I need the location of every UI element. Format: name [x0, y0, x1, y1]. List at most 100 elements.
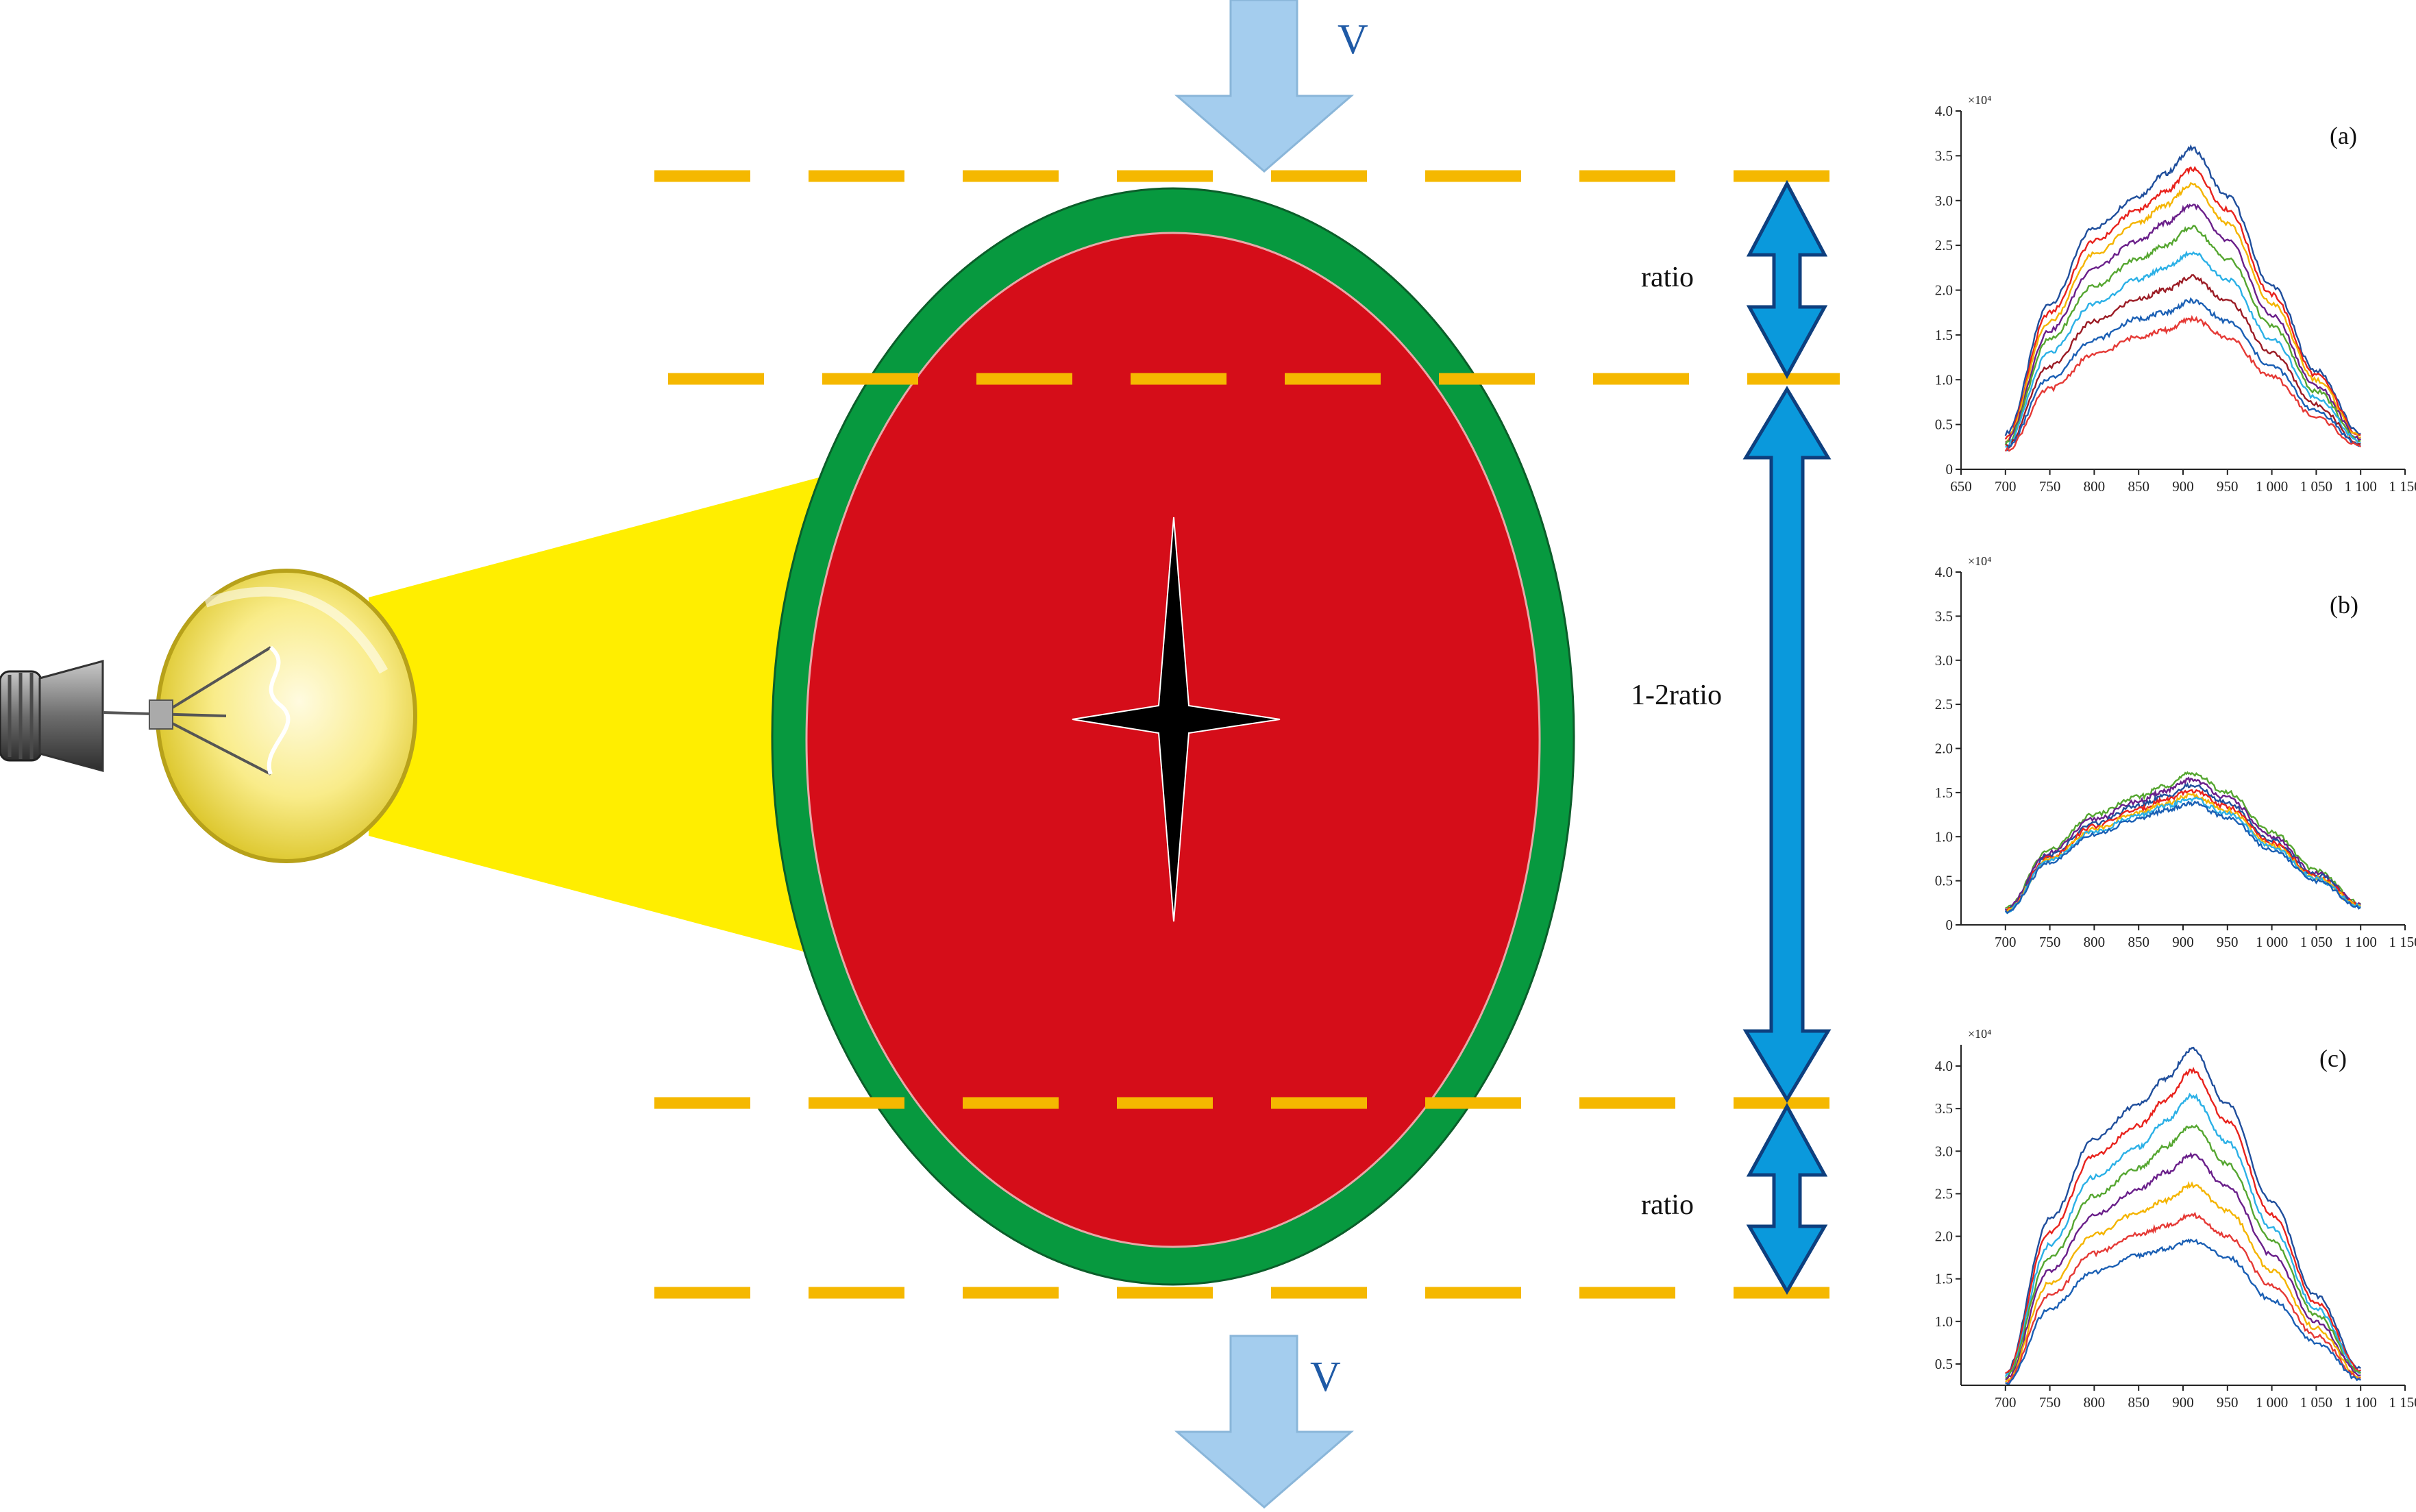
x-tick-label: 1 100	[2345, 478, 2377, 495]
y-tick-label: 0.5	[1935, 873, 1953, 889]
y-tick-label: 2.0	[1935, 1228, 1953, 1245]
x-tick-label: 900	[2172, 1394, 2194, 1411]
spectrum-series-line	[2005, 1211, 2361, 1385]
x-tick-label: 1 000	[2256, 934, 2288, 950]
spectrum-chart-a: 0 0.5 1.0 1.5 2.0 2.5 3.0 3.5 4.0 650 700 750 800 850…	[1935, 93, 2416, 495]
x-tick-label: 1 150	[2389, 478, 2416, 495]
x-tick-label: 1 100	[2345, 1394, 2377, 1411]
double-arrow-icon	[1742, 386, 1832, 1103]
spectrum-series-line	[2004, 800, 2361, 915]
x-tick-label: 1 000	[2256, 478, 2288, 495]
spectrum-series-line	[2005, 1067, 2362, 1374]
spectrum-series-line	[2005, 250, 2362, 448]
middle-ratio-label: 1-2ratio	[1631, 680, 1722, 711]
velocity-label-bottom: V	[1310, 1354, 1341, 1400]
y-tick-label: 0	[1946, 461, 1953, 478]
x-tick-label: 700	[1995, 478, 2017, 495]
spectrum-series-line	[2005, 792, 2362, 913]
x-tick-label: 1 000	[2256, 1394, 2288, 1411]
y-tick-label: 1.5	[1935, 327, 1953, 343]
x-tick-label: 1 050	[2300, 934, 2332, 950]
x-tick-label: 950	[2217, 934, 2239, 950]
y-tick-label: 1.0	[1935, 828, 1953, 845]
x-tick-label: 800	[2084, 478, 2106, 495]
x-tick-label: 900	[2172, 478, 2194, 495]
y-tick-label: 4.0	[1935, 1058, 1953, 1074]
panel-label: (a)	[2330, 122, 2357, 149]
y-tick-label: 0.5	[1935, 417, 1953, 433]
y-tick-label: 1.0	[1935, 371, 1953, 388]
spectrum-series-line	[2004, 1093, 2361, 1378]
spectrum-series-line	[2005, 1152, 2361, 1380]
x-tick-label: 850	[2128, 478, 2149, 495]
spectrum-series-line	[2005, 771, 2361, 909]
y-tick-label: 3.0	[1935, 652, 1953, 669]
x-tick-label: 1 050	[2300, 478, 2332, 495]
y-tick-label: 4.0	[1935, 103, 1953, 119]
velocity-label-top: V	[1338, 16, 1368, 63]
y-multiplier-label: ×10⁴	[1968, 1027, 1991, 1041]
y-tick-label: 3.0	[1935, 193, 1953, 209]
x-tick-label: 750	[2039, 934, 2061, 950]
down-arrow-icon	[1174, 0, 1355, 173]
spectrum-series-line	[2004, 789, 2361, 913]
double-arrow-icon	[1746, 1102, 1828, 1295]
spectrum-series-line	[2005, 1124, 2361, 1379]
spectrum-series-line	[2004, 796, 2361, 915]
spectrum-series-line	[2005, 203, 2361, 444]
double-arrow-icon	[1746, 179, 1828, 380]
y-tick-label: 2.5	[1935, 696, 1953, 712]
ratio-label-bottom: ratio	[1641, 1189, 1694, 1221]
x-tick-label: 950	[2217, 478, 2239, 495]
y-tick-label: 4.0	[1935, 564, 1953, 580]
x-tick-label: 800	[2084, 1394, 2106, 1411]
y-multiplier-label: ×10⁴	[1968, 93, 1991, 107]
x-tick-label: 1 150	[2389, 1394, 2416, 1411]
y-tick-label: 0	[1946, 917, 1953, 933]
spectrum-series-line	[2005, 182, 2361, 443]
spectrum-series-line	[2005, 297, 2361, 451]
x-tick-label: 1 100	[2345, 934, 2377, 950]
x-tick-label: 850	[2128, 1394, 2149, 1411]
spectrum-series-line	[2005, 782, 2361, 913]
y-tick-label: 2.0	[1935, 282, 1953, 299]
x-tick-label: 1 150	[2389, 934, 2416, 950]
spectrum-series-line	[2004, 144, 2361, 436]
x-tick-label: 700	[1995, 934, 2017, 950]
spectrum-series-line	[2005, 274, 2361, 449]
y-tick-label: 3.5	[1935, 147, 1953, 164]
y-tick-label: 1.0	[1935, 1313, 1953, 1330]
panel-label: (c)	[2319, 1045, 2347, 1072]
x-tick-label: 900	[2172, 934, 2194, 950]
y-tick-label: 3.5	[1935, 608, 1953, 624]
x-tick-label: 700	[1995, 1394, 2017, 1411]
y-tick-label: 2.0	[1935, 741, 1953, 757]
spectrum-chart-b: 0 0.5 1.0 1.5 2.0 2.5 3.0 3.5 4.0 700 750 800 850 900…	[1935, 554, 2416, 950]
x-tick-label: 750	[2039, 478, 2061, 495]
x-tick-label: 650	[1950, 478, 1972, 495]
panel-label: (b)	[2330, 591, 2358, 619]
spectrum-series-line	[2005, 1180, 2362, 1383]
x-tick-label: 850	[2128, 934, 2149, 950]
spectrum-series-line	[2004, 225, 2361, 445]
y-tick-label: 2.5	[1935, 1185, 1953, 1202]
y-tick-label: 1.5	[1935, 784, 1953, 801]
x-tick-label: 950	[2217, 1394, 2239, 1411]
x-tick-label: 1 050	[2300, 1394, 2332, 1411]
spectrum-series-line	[2005, 1046, 2361, 1375]
ratio-label-top: ratio	[1641, 262, 1694, 293]
spectrum-series-line	[2004, 314, 2362, 452]
y-tick-label: 2.5	[1935, 237, 1953, 253]
four-point-star-icon	[1072, 517, 1281, 922]
y-multiplier-label: ×10⁴	[1968, 554, 1991, 568]
spectrum-series-line	[2004, 166, 2361, 440]
y-tick-label: 3.5	[1935, 1100, 1953, 1117]
y-tick-label: 0.5	[1935, 1356, 1953, 1372]
x-tick-label: 800	[2084, 934, 2106, 950]
y-tick-label: 1.5	[1935, 1271, 1953, 1287]
x-tick-label: 750	[2039, 1394, 2061, 1411]
guide-lines	[654, 170, 1860, 1299]
spectrum-series-line	[2005, 1238, 2361, 1385]
